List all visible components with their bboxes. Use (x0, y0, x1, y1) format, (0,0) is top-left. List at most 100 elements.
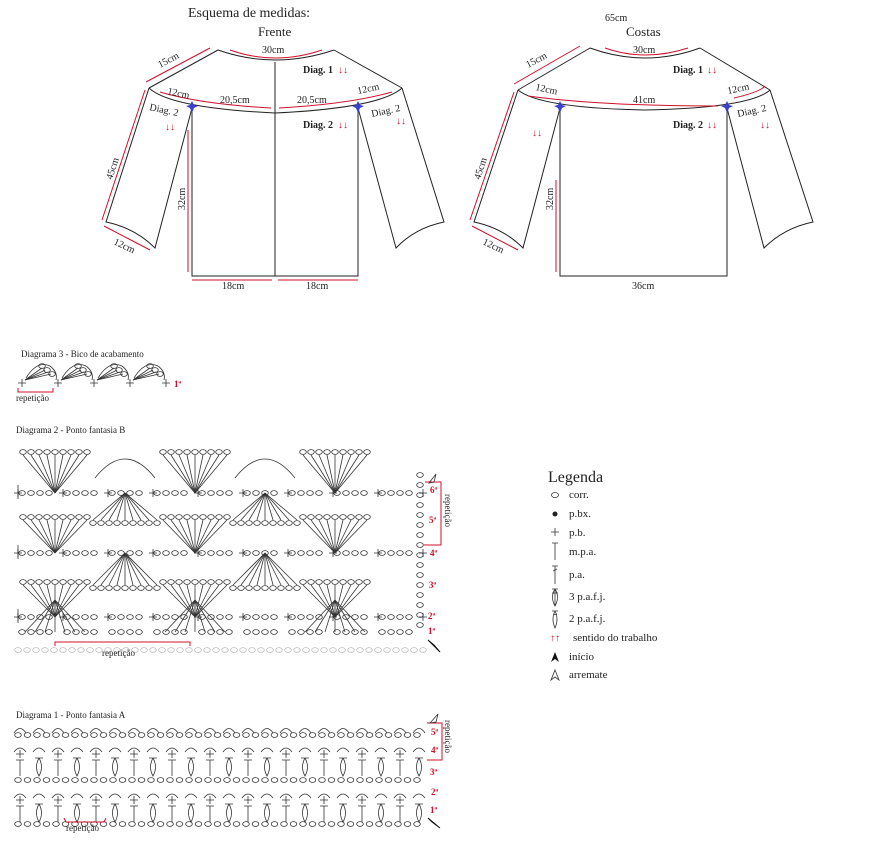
chain-stitch (416, 552, 424, 558)
chain-stitch (339, 579, 347, 585)
chain-stitch (308, 777, 317, 783)
cluster-stitch (187, 757, 195, 777)
fan-stitch (334, 454, 360, 494)
chain-stitch (180, 490, 188, 496)
chain-stitch (140, 647, 148, 653)
chain-stitch (27, 514, 35, 520)
cluster-stitch (263, 803, 271, 823)
chain-stitch (175, 821, 184, 827)
legend-item-start: início (551, 651, 595, 663)
chain-stitch (306, 614, 314, 620)
single-crochet-stitch (244, 796, 252, 804)
front-bottom-left-measure: 18cm (222, 281, 244, 292)
fan-stitch (264, 492, 290, 521)
double-stitch (396, 759, 404, 776)
chain-arc (89, 793, 103, 799)
chain-arc (146, 793, 160, 799)
chain-arc (184, 728, 198, 734)
chain-stitch (387, 629, 395, 635)
fan-stitch (100, 552, 126, 586)
fan-stitch (194, 454, 212, 494)
chain-stitch (118, 732, 127, 738)
double-stitch (96, 371, 121, 381)
fan-stitch (38, 584, 56, 618)
chain-stitch (113, 647, 121, 653)
chain-stitch (405, 629, 413, 635)
chain-arc (241, 747, 255, 753)
chain-stitch (285, 520, 293, 526)
chain-arc (165, 793, 179, 799)
chain-stitch (90, 614, 98, 620)
chain-stitch (199, 514, 207, 520)
chain-stitch (109, 777, 117, 783)
chain-stitch (183, 449, 191, 455)
fan-stitch (302, 519, 336, 554)
chain-stitch (339, 514, 347, 520)
legend-label: início (569, 651, 595, 663)
double-stitch (320, 759, 328, 776)
chain-arc (146, 728, 160, 734)
chain-stitch (207, 614, 215, 620)
double-stitch (130, 805, 138, 822)
chain-stitch (363, 449, 371, 455)
chain-arc (222, 747, 236, 753)
chain-stitch (346, 821, 355, 827)
chain-stitch (61, 777, 70, 783)
base-stitch (194, 599, 226, 633)
chain-stitch (97, 520, 105, 526)
chain-stitch (185, 821, 193, 827)
chain-arc (412, 747, 426, 753)
double-stitch (358, 759, 366, 776)
chain-stitch (315, 490, 323, 496)
chain-stitch (18, 629, 26, 635)
fan-stitch (326, 454, 336, 494)
fan-stitch (92, 552, 126, 586)
front-shoulder-measure: 15cm (156, 50, 181, 70)
chain-stitch (207, 629, 215, 635)
chain-stitch (405, 550, 413, 556)
chain-stitch (225, 629, 233, 635)
chain-stitch (19, 579, 27, 585)
chain-stitch (223, 579, 231, 585)
chain-stitch (72, 550, 80, 556)
chain-stitch (128, 777, 136, 783)
chain-stitch (245, 585, 253, 591)
chain-stitch (167, 449, 175, 455)
chain-stitch (207, 579, 215, 585)
fan-stitch (162, 584, 196, 618)
diagram1-side-repeat-label: repetição (443, 720, 453, 753)
single-crochet-stitch (320, 796, 328, 804)
chain-stitch (171, 614, 179, 620)
double-stitch (168, 805, 176, 822)
diagram2-stitches (14, 449, 427, 653)
chain-stitch (315, 614, 323, 620)
chain-stitch (162, 614, 170, 620)
chain-stitch (363, 579, 371, 585)
fan-stitch (264, 552, 298, 586)
chain-stitch (167, 579, 175, 585)
fan-stitch (334, 454, 352, 494)
fan-stitch (264, 492, 274, 521)
fan-stitch (124, 492, 142, 521)
chain-stitch (43, 367, 51, 373)
chain-arc (317, 793, 331, 799)
chain-stitch (351, 629, 359, 635)
chain-stitch (167, 514, 175, 520)
chain-stitch (261, 629, 269, 635)
legend-label: p.a. (569, 569, 585, 581)
base-stitch (164, 599, 196, 633)
fan-stitch (264, 492, 298, 521)
chain-stitch (396, 614, 404, 620)
front-left-sleeve (105, 87, 193, 249)
chain-stitch (315, 449, 323, 455)
diagram2-title: Diagrama 2 - Ponto fantasia B (16, 425, 125, 435)
chain-stitch (97, 585, 105, 591)
chain-arc (393, 793, 407, 799)
front-left-marker-icon (186, 101, 198, 113)
legend-item-double: p.a. (552, 565, 585, 584)
legend-item-3-cluster: 3 p.a.f.j. (552, 588, 606, 607)
double-stitch (92, 759, 100, 776)
legend-label: 3 p.a.f.j. (569, 591, 606, 603)
diagram1-row-5: 5ª (431, 727, 439, 737)
